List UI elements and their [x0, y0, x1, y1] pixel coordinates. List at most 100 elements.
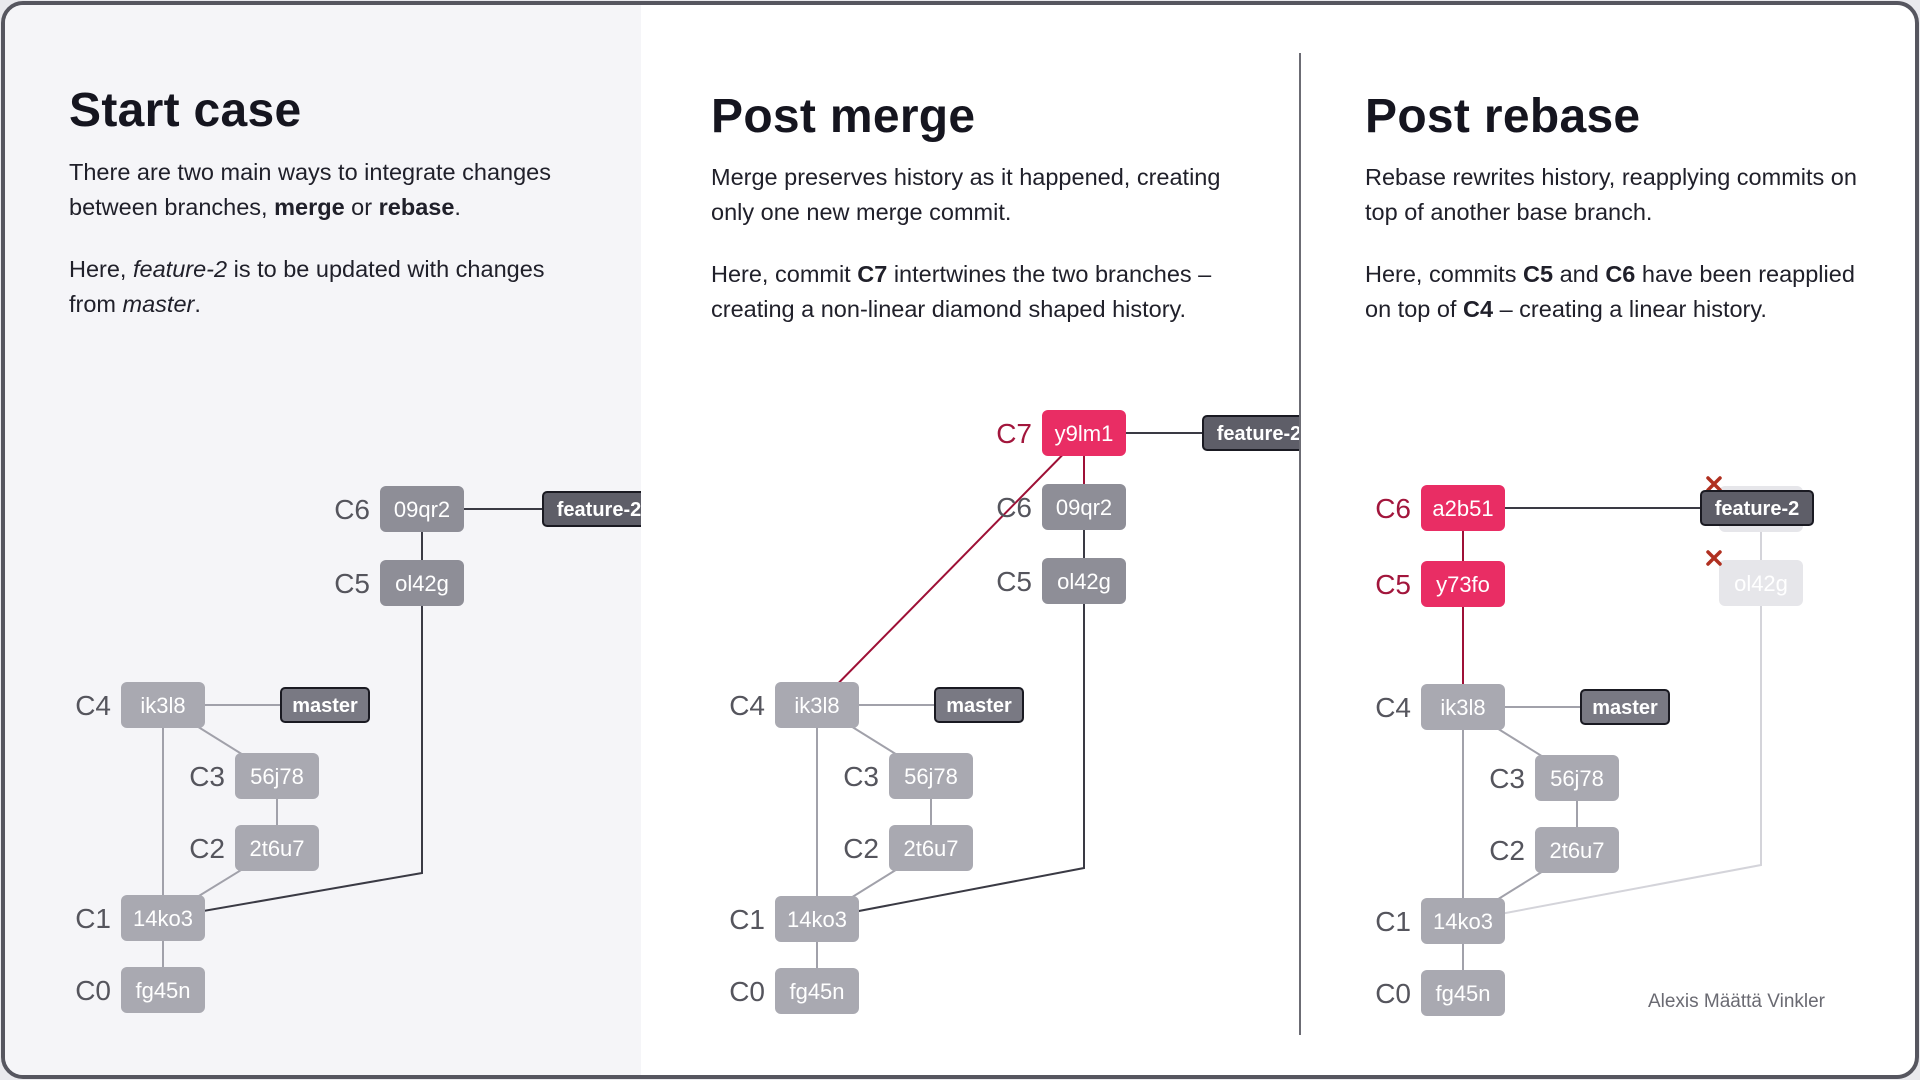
removed-mark-icon: [1706, 476, 1722, 492]
commit-box: [1421, 970, 1505, 1016]
commit-box: [380, 486, 464, 532]
commit-hash: ol42g: [1734, 571, 1788, 596]
commit-hash: 2t6u7: [1549, 838, 1604, 863]
text-run: – creating a linear history.: [1493, 295, 1767, 322]
commit-box: [1421, 684, 1505, 730]
commit-node: 2t6u7 C2: [1489, 827, 1619, 873]
branch-name: master: [1592, 697, 1658, 719]
branch-tag-box: [1580, 689, 1670, 725]
branch-tag-master: master: [934, 687, 1024, 723]
commit-label: C2: [1489, 835, 1525, 866]
branch-tag-feature-2: feature-2: [1202, 415, 1299, 451]
panel-start-case: Start case There are two main ways to in…: [5, 5, 641, 1075]
branch-tag-master: master: [1580, 689, 1670, 725]
commit-hash: 56j78: [904, 764, 958, 789]
branch-tag-feature-2: feature-2: [1700, 490, 1814, 526]
commit-box: [235, 753, 319, 799]
commit-label: C0: [729, 976, 765, 1007]
commit-box: [889, 825, 973, 871]
commit-box: [1535, 755, 1619, 801]
commit-hash: 2t6u7: [903, 836, 958, 861]
text-run: Rebase rewrites history, reapplying comm…: [1365, 164, 1857, 225]
panel-post-rebase: Post rebase Rebase rewrites history, rea…: [1301, 5, 1915, 1075]
commit-label: C5: [334, 568, 370, 599]
commit-edge: [816, 581, 1085, 920]
branch-name: feature-2: [1715, 498, 1799, 520]
commit-box: [1421, 898, 1505, 944]
commit-hash: 09qr2: [1056, 495, 1112, 520]
commit-edge: [162, 583, 423, 919]
commit-box: [1719, 560, 1803, 606]
commit-label: C1: [1375, 906, 1411, 937]
commit-box: [1042, 558, 1126, 604]
commit-label: C6: [1375, 493, 1411, 524]
emphasis-italic: master: [122, 290, 195, 317]
commit-label: C1: [729, 904, 765, 935]
commit-box: [775, 968, 859, 1014]
commit-box: [121, 967, 205, 1013]
commit-box: [1042, 484, 1126, 530]
commit-graph: fg45nC014ko3C12t6u7C256j78C3ik3l8C4y73fo…: [1375, 476, 1814, 1016]
commit-label: C3: [843, 761, 879, 792]
commit-node: ol42g C5: [334, 560, 464, 606]
description-paragraph: Here, feature-2 is to be updated with ch…: [69, 252, 589, 321]
commit-hash: fg45n: [1435, 981, 1490, 1006]
branch-tag-box: [1700, 490, 1814, 526]
commit-node: 14ko3 C1: [729, 896, 859, 942]
commit-box: [1421, 485, 1505, 531]
commit-hash: 2t6u7: [249, 836, 304, 861]
emphasis-bold: merge: [274, 193, 345, 220]
text-run: Here,: [69, 256, 133, 282]
commit-node: a2b51 C6: [1375, 485, 1505, 531]
panel-title: Post rebase: [1365, 90, 1641, 143]
panel-description: There are two main ways to integrate cha…: [69, 155, 589, 349]
panel-title: Start case: [69, 84, 302, 137]
commit-node: ik3l8 C4: [75, 682, 205, 728]
commit-hash: 56j78: [1550, 766, 1604, 791]
commit-box: [775, 896, 859, 942]
commit-label: C5: [996, 566, 1032, 597]
commit-box: [380, 560, 464, 606]
commit-hash: ik3l8: [140, 693, 185, 718]
commit-edge: [816, 432, 1085, 706]
branch-name: master: [292, 695, 358, 717]
branch-tag-box: [1202, 415, 1299, 451]
emphasis-bold: C7: [857, 261, 888, 287]
commit-hash: a2b51: [1432, 496, 1493, 521]
commit-node: 2t6u7 C2: [843, 825, 973, 871]
description-paragraph: Here, commit C7 intertwines the two bran…: [711, 257, 1251, 326]
description-paragraph: There are two main ways to integrate cha…: [69, 155, 589, 224]
branch-tag-feature-2: feature-2: [542, 491, 641, 527]
text-run: Here, commit: [711, 261, 858, 287]
commit-label: C4: [75, 690, 111, 721]
text-run: is to be updated with changes from: [69, 256, 545, 317]
panel-post-merge: Post merge Merge preserves history as it…: [641, 5, 1299, 1075]
commit-edge: [1462, 583, 1762, 922]
commit-label: C2: [189, 833, 225, 864]
branch-name: feature-2: [557, 499, 641, 521]
commit-box: [1042, 410, 1126, 456]
start-case-background: [5, 5, 641, 1075]
text-run: and: [1553, 261, 1606, 287]
commit-hash: ol42g: [1057, 569, 1111, 594]
branch-tag-box: [280, 687, 370, 723]
commit-box: [235, 825, 319, 871]
commit-hash: y9lm1: [1055, 421, 1114, 446]
commit-label: C3: [1489, 763, 1525, 794]
commit-hash: 14ko3: [787, 907, 847, 932]
commit-label: C6: [996, 492, 1032, 523]
commit-hash: y73fo: [1436, 572, 1490, 597]
text-run: .: [454, 193, 461, 220]
commit-hash: ol42g: [395, 571, 449, 596]
description-paragraph: Rebase rewrites history, reapplying comm…: [1365, 160, 1885, 229]
commit-label: C2: [843, 833, 879, 864]
panel-description: Merge preserves history as it happened, …: [711, 160, 1251, 354]
commit-hash: fg45n: [789, 979, 844, 1004]
emphasis-bold: rebase: [378, 193, 455, 220]
